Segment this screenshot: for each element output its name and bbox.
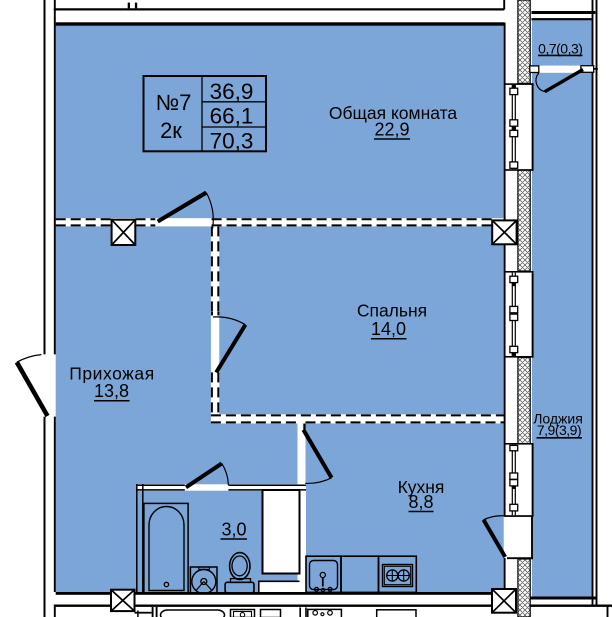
svg-text:3,0: 3,0 [221,520,246,540]
svg-text:66,1: 66,1 [210,104,254,129]
svg-text:Прихожая: Прихожая [69,364,155,384]
svg-text:Кухня: Кухня [398,477,445,497]
svg-text:Спальня: Спальня [357,301,427,321]
svg-text:70,3: 70,3 [210,129,254,154]
svg-text:22,9: 22,9 [374,120,409,140]
svg-text:13,8: 13,8 [94,381,129,401]
svg-text:Лоджия: Лоджия [533,410,583,426]
svg-text:0,7(0,3): 0,7(0,3) [538,40,582,56]
svg-text:7,9(3,9): 7,9(3,9) [537,422,581,438]
svg-text:8,8: 8,8 [408,492,433,512]
svg-text:Общая комната: Общая комната [329,103,458,123]
svg-text:14,0: 14,0 [371,319,406,339]
svg-text:№7: №7 [156,90,192,115]
svg-text:36,9: 36,9 [210,79,254,104]
svg-text:2к: 2к [160,118,182,143]
